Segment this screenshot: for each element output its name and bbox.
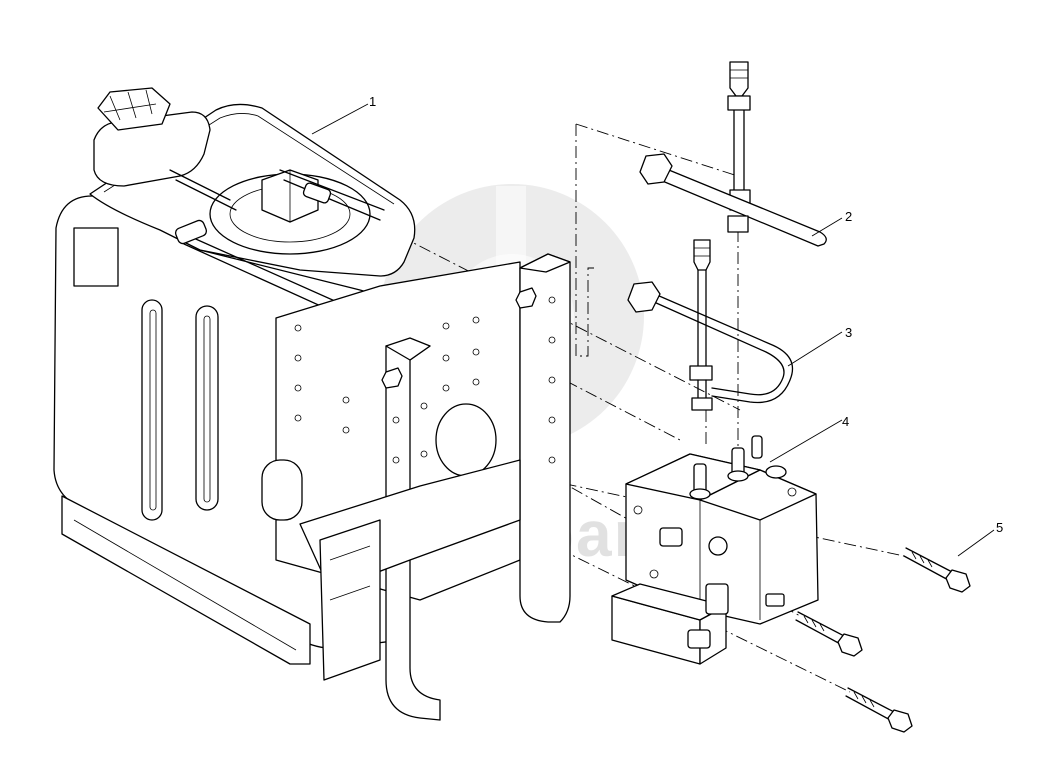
tank-assembly [53, 87, 571, 721]
bolt-icon [903, 547, 971, 593]
bolts [795, 547, 971, 733]
u-pipe [627, 239, 794, 411]
callout-2: 2 [845, 209, 852, 224]
pump-module [611, 435, 819, 665]
front-frame [385, 345, 441, 721]
callout-1: 1 [369, 94, 376, 109]
callout-3: 3 [845, 325, 852, 340]
tee-pipe [639, 61, 827, 247]
callouts: 1 2 3 4 5 [369, 94, 1003, 535]
filler-cap [97, 87, 171, 131]
callout-5: 5 [996, 520, 1003, 535]
leader-lines [311, 103, 995, 557]
callout-4: 4 [842, 414, 849, 429]
bolt-icon [845, 687, 913, 733]
bolt-icon [795, 611, 863, 657]
